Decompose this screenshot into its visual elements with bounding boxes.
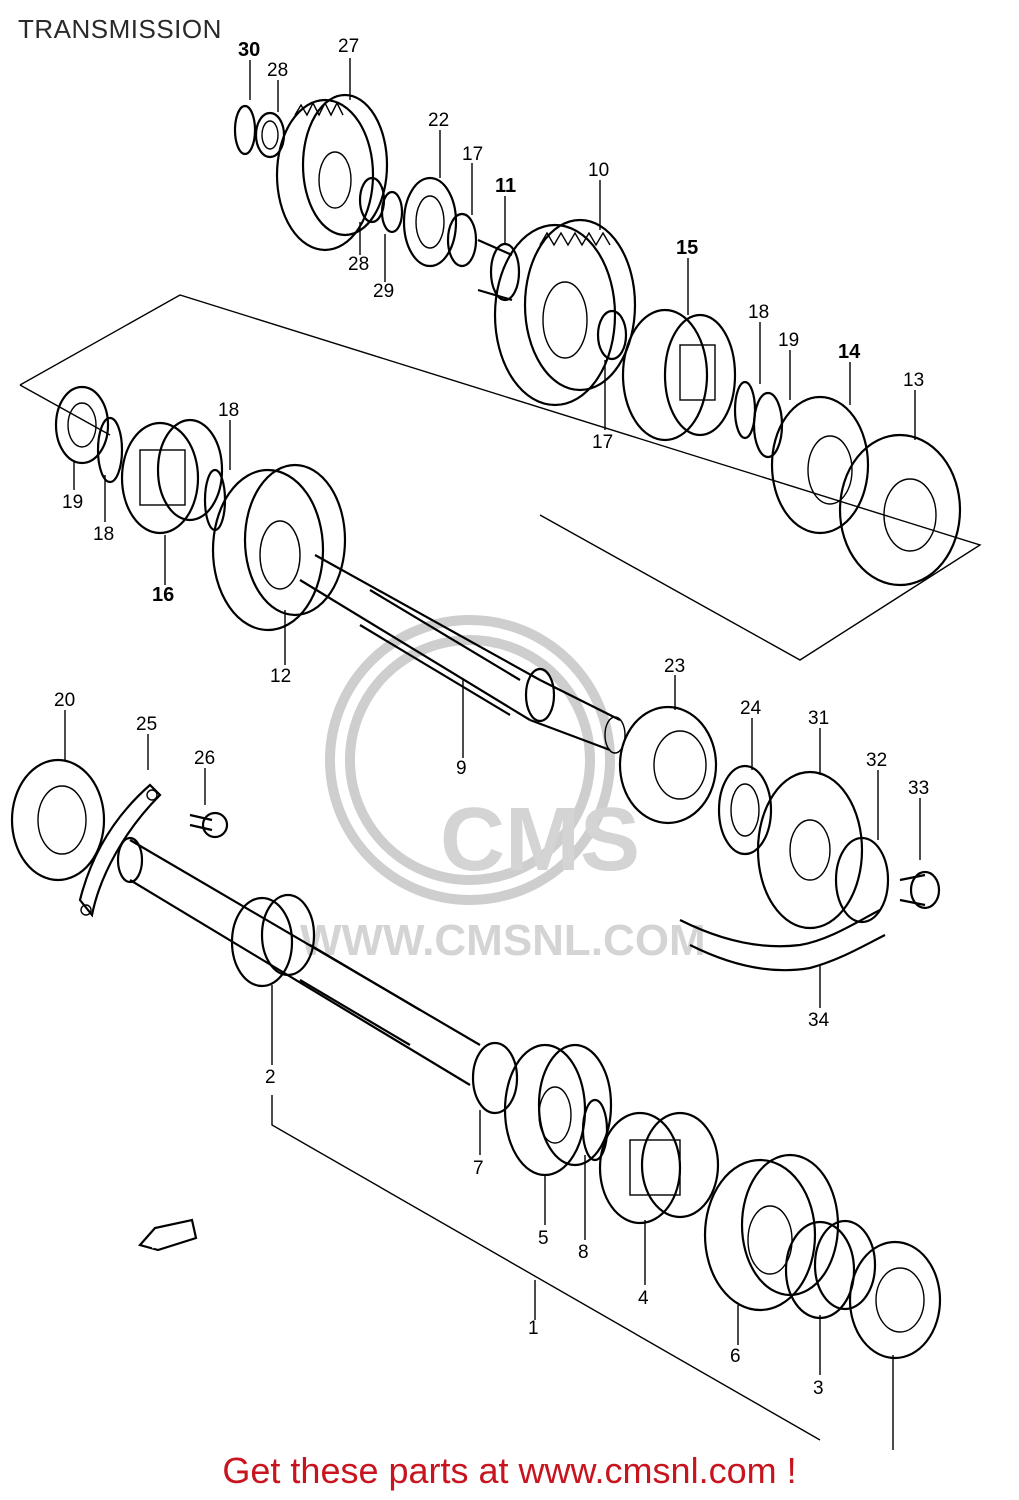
callout-28-lower: 28 [348,254,369,275]
circlip-18-left [96,416,124,484]
callout-29: 29 [373,281,394,302]
callout-19-right: 19 [778,330,799,351]
diagram-title: TRANSMISSION [18,14,222,44]
callout-24: 24 [740,698,762,719]
watermark-url-text: WWW.CMSNL.COM [300,916,706,965]
circlip-7 [471,1041,519,1115]
washer-17-lower [596,309,628,361]
gear-13 [838,433,962,587]
callout-4: 4 [638,1288,649,1309]
gear-6 [703,1153,840,1312]
washer-8 [581,1098,609,1162]
screw-26 [189,811,229,839]
callout-16: 16 [152,584,174,606]
callout-2: 2 [265,1067,276,1088]
callout-20: 20 [54,690,75,711]
washer-17-upper [446,212,478,268]
callout-14: 14 [838,341,861,363]
transmission-exploded-diagram: CMS WWW.CMSNL.COM [10,36,982,1450]
callout-33: 33 [908,778,929,799]
callout-26: 26 [194,748,215,769]
callout-19-left: 19 [62,492,83,513]
gear-16 [120,418,224,535]
drive-chain-34 [679,909,886,972]
gear-3 [784,1219,877,1320]
countershaft-9 [299,554,626,754]
gear-12 [211,463,347,632]
gear-10 [493,218,637,407]
callout-labels: 30 28 27 22 17 11 10 28 29 15 18 19 14 1… [54,36,929,1399]
callout-25: 25 [136,714,157,735]
circlip-18-right [733,380,757,440]
gear-14 [770,395,870,535]
callout-23: 23 [664,656,685,677]
sprocket-31 [756,770,864,930]
bearing-21 [848,1240,942,1360]
callout-8: 8 [578,1242,589,1263]
bearing-retainer-25 [78,783,162,918]
callout-11: 11 [495,175,516,197]
gear-2 [230,893,316,988]
bushing-11 [477,238,521,302]
callout-9: 9 [456,758,467,779]
callout-18-right: 18 [748,302,769,323]
footer-link-text[interactable]: Get these parts at www.cmsnl.com ! [222,1450,797,1491]
bolt-33 [899,870,941,910]
callout-34: 34 [808,1010,830,1031]
gear-5 [503,1043,613,1177]
callout-15: 15 [676,237,698,259]
callout-7: 7 [473,1158,484,1179]
fwd-arrow-icon: FWD [138,1218,198,1252]
countershaft-group-outline [19,294,982,661]
callout-27: 27 [338,36,359,57]
callout-17-upper: 17 [462,144,483,165]
callout-3: 3 [813,1378,824,1399]
callout-18-mid: 18 [218,400,239,421]
callout-6: 6 [730,1346,741,1367]
bushing-22 [402,176,458,268]
callout-10: 10 [588,160,609,181]
circlip-30 [233,104,257,156]
callout-1: 1 [528,1318,539,1339]
leader-lines [64,58,921,1450]
gear-15 [621,308,737,442]
callout-22: 22 [428,110,449,131]
callout-13: 13 [903,370,924,391]
gear-4 [598,1111,720,1225]
callout-30: 30 [238,39,260,61]
bearing-20 [10,758,106,882]
callout-32: 32 [866,750,887,771]
washer-19-right [752,391,784,459]
callout-5: 5 [538,1228,549,1249]
callout-12: 12 [270,666,291,687]
drive-shaft-1 [116,836,481,1086]
callout-28-top: 28 [267,60,288,81]
callout-18-left: 18 [93,524,114,545]
bearing-29 [380,190,404,234]
watermark-logo-text: CMS [440,790,640,890]
callout-17-lower: 17 [592,432,613,453]
washer-19-left [54,385,110,465]
gear-27 [275,93,389,252]
lock-washer-32 [834,836,890,924]
bearing-23 [618,705,718,825]
driveshaft-group-outline [271,1095,821,1441]
spacer-24 [717,764,773,856]
watermark-logo: CMS WWW.CMSNL.COM [300,615,706,965]
callout-31: 31 [808,708,829,729]
